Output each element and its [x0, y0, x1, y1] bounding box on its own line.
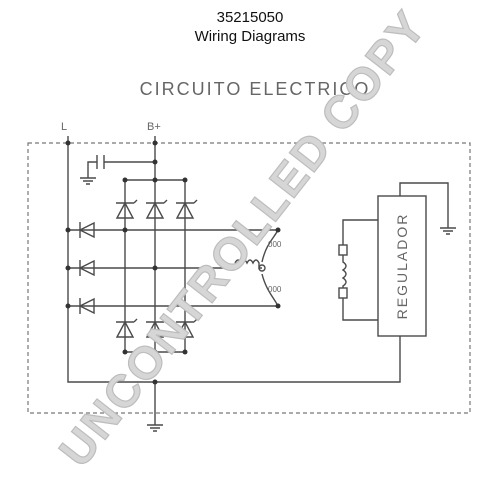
- junction-dots: [65, 140, 281, 385]
- positive-zener-diodes: [115, 199, 198, 219]
- regulator-label: REGULADOR: [394, 213, 410, 320]
- diagram-subtitle: Wiring Diagrams: [194, 28, 306, 45]
- terminal-bplus-label: B+: [147, 121, 161, 133]
- capacitor: [80, 155, 155, 185]
- terminal-l-wire: [67, 136, 401, 383]
- field-coil: [338, 219, 378, 321]
- header: 35215050 Wiring Diagrams: [0, 8, 500, 46]
- svg-text:000: 000: [268, 240, 282, 249]
- part-number: 35215050: [216, 9, 284, 26]
- ground-symbol: [147, 382, 163, 432]
- terminal-l-label: L: [61, 121, 67, 133]
- exciter-diodes: [68, 221, 278, 315]
- svg-text:000: 000: [268, 285, 282, 294]
- negative-zener-diodes: [115, 318, 198, 338]
- regulator: REGULADOR: [377, 182, 456, 337]
- housing-outline: [27, 142, 471, 414]
- diagram-title: CIRCUITO ELECTRICO: [140, 79, 371, 99]
